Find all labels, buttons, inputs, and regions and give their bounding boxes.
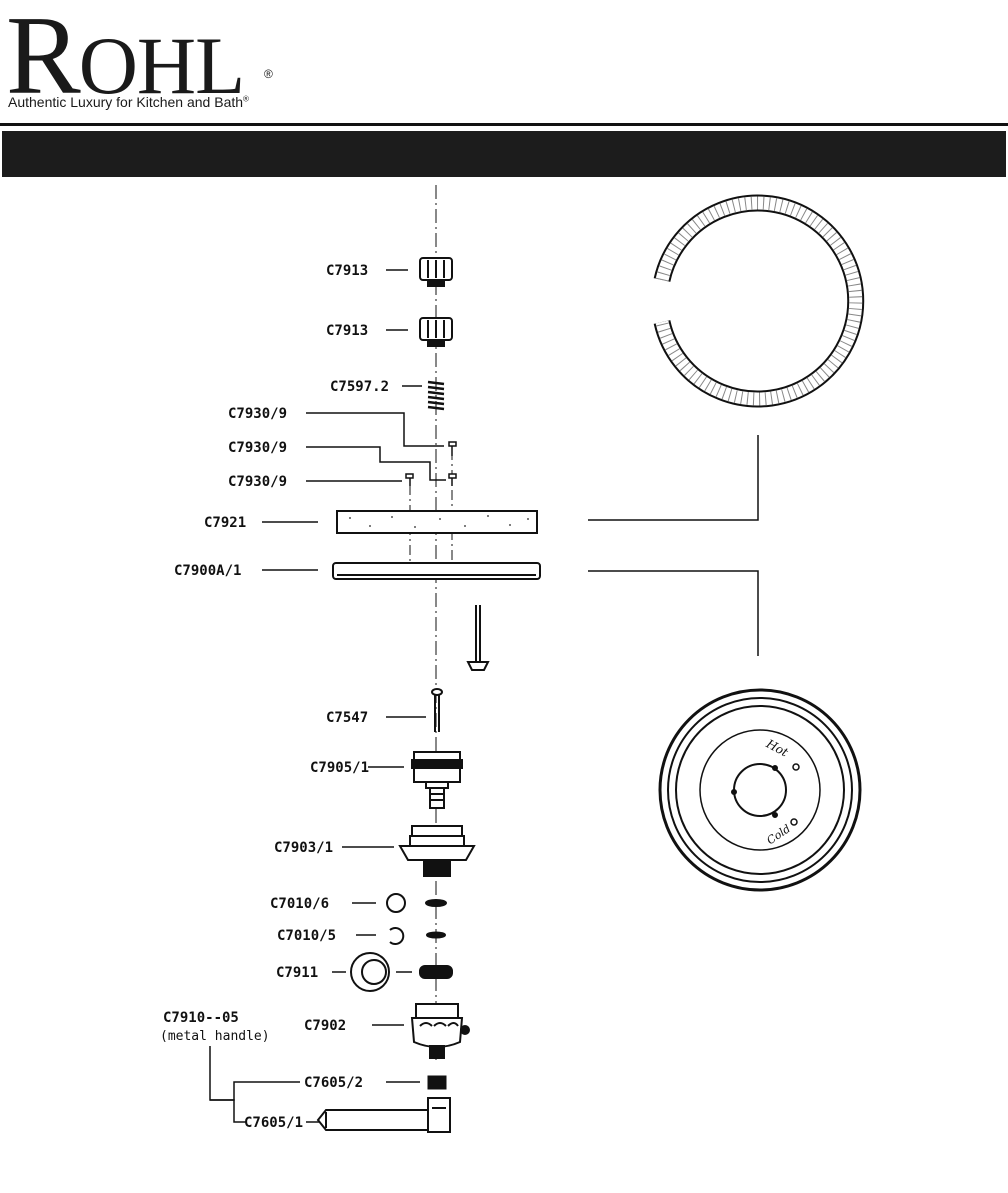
part-label-11: C7903/1 bbox=[274, 840, 333, 856]
cap-part-1 bbox=[419, 257, 453, 287]
ring-part bbox=[350, 952, 453, 992]
cap-part-2 bbox=[419, 317, 453, 347]
part-label-16: C7910--05 bbox=[163, 1010, 239, 1026]
part-note-16: (metal handle) bbox=[160, 1029, 270, 1044]
set-screws bbox=[405, 441, 457, 486]
part-label-7: C7921 bbox=[204, 515, 246, 531]
part-label-4: C7930/9 bbox=[228, 406, 287, 422]
part-label-9: C7547 bbox=[326, 710, 368, 726]
split-ring-gasket bbox=[653, 194, 865, 408]
part-label-2: C7913 bbox=[326, 323, 368, 339]
part-label-12: C7010/6 bbox=[270, 896, 329, 912]
mounting-screw bbox=[466, 605, 490, 671]
header-rule bbox=[0, 123, 1008, 126]
lever-handle-part bbox=[316, 1097, 451, 1133]
part-label-1: C7913 bbox=[326, 263, 368, 279]
title-bar bbox=[2, 131, 1006, 177]
part-label-14: C7911 bbox=[276, 965, 318, 981]
part-label-17: C7605/2 bbox=[304, 1075, 363, 1091]
part-label-6: C7930/9 bbox=[228, 474, 287, 490]
e-clip-part bbox=[389, 927, 446, 945]
logo-text-r: R bbox=[6, 0, 81, 118]
handle-body-part bbox=[410, 1003, 470, 1059]
pin-part bbox=[431, 688, 443, 732]
spring-part bbox=[427, 380, 445, 411]
cartridge-part bbox=[411, 751, 463, 809]
part-label-18: C7605/1 bbox=[244, 1115, 303, 1131]
part-label-15: C7902 bbox=[304, 1018, 346, 1034]
exploded-parts-diagram: C7913 C7913 C7597.2 C7930/9 C7930/9 C793… bbox=[160, 185, 865, 1133]
brand-tagline: Authentic Luxury for Kitchen and Bath® bbox=[8, 94, 249, 110]
part-label-5: C7930/9 bbox=[228, 440, 287, 456]
escutcheon-plate-part bbox=[332, 562, 541, 580]
part-label-10: C7905/1 bbox=[310, 760, 369, 776]
hot-marking: Hot bbox=[763, 736, 790, 759]
part-label-3: C7597.2 bbox=[330, 379, 389, 395]
rohl-logo: ROHL ® bbox=[6, 0, 273, 112]
leader-lines bbox=[209, 269, 759, 1123]
gasket-plate-part bbox=[336, 510, 538, 534]
insert-part bbox=[427, 1075, 447, 1090]
o-ring-part bbox=[386, 893, 447, 913]
part-label-8: C7900A/1 bbox=[174, 563, 241, 579]
logo-text-ohl: OHL bbox=[78, 20, 246, 111]
logo-registered-mark: ® bbox=[264, 67, 273, 81]
escutcheon-top-view bbox=[658, 688, 862, 892]
bonnet-part bbox=[398, 825, 476, 877]
part-label-13: C7010/5 bbox=[277, 928, 336, 944]
